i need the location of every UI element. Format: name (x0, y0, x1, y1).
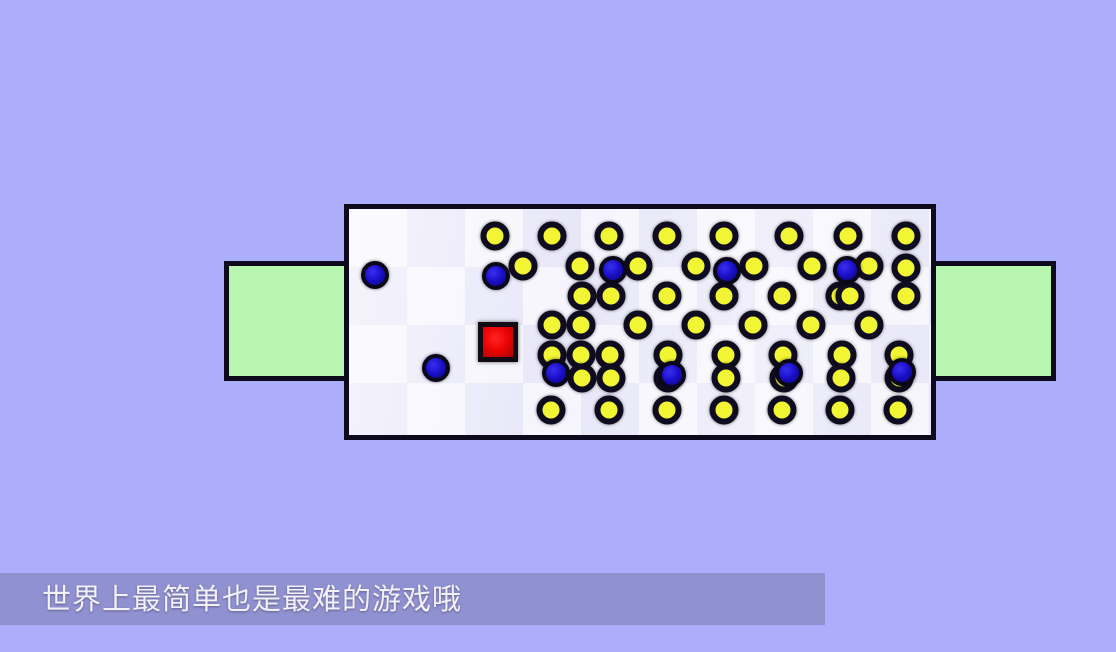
coin-dot (565, 251, 595, 281)
coin-dot (767, 395, 797, 425)
coin-dot (825, 395, 855, 425)
coin-dot (652, 221, 682, 251)
enemy-dot (542, 359, 570, 387)
enemy-dot (833, 256, 861, 284)
coin-dot (891, 281, 921, 311)
start-zone (224, 261, 352, 381)
coin-dot (797, 251, 827, 281)
coin-dot (681, 310, 711, 340)
coin-dot (537, 310, 567, 340)
coin-dot (711, 340, 741, 370)
coin-dot (652, 281, 682, 311)
enemy-dot (482, 262, 510, 290)
coin-dot (623, 251, 653, 281)
coin-dot (681, 251, 711, 281)
coin-dot (594, 221, 624, 251)
coin-dot (709, 281, 739, 311)
coin-dot (891, 221, 921, 251)
enemy-dot (888, 358, 916, 386)
subtitle-text: 世界上最简单也是最难的游戏哦 (42, 584, 463, 616)
coin-dot (711, 363, 741, 393)
coin-dot (835, 281, 865, 311)
enemy-dot (658, 361, 686, 389)
coin-dot (709, 221, 739, 251)
coin-dot (854, 310, 884, 340)
coin-dot (796, 310, 826, 340)
coin-dot (537, 221, 567, 251)
coin-dot (596, 281, 626, 311)
enemy-dot (422, 354, 450, 382)
coin-dot (652, 395, 682, 425)
coin-dot (891, 253, 921, 283)
player-square[interactable] (478, 322, 518, 362)
coin-dot (508, 251, 538, 281)
coin-dot (738, 310, 768, 340)
coin-dot (833, 221, 863, 251)
coin-dot (536, 395, 566, 425)
coin-dot (709, 395, 739, 425)
coin-dot (739, 251, 769, 281)
enemy-dot (599, 256, 627, 284)
coin-dot (567, 363, 597, 393)
goal-zone (928, 261, 1056, 381)
enemy-dot (775, 359, 803, 387)
subtitle-bar (0, 573, 825, 625)
coin-dot (596, 363, 626, 393)
coin-dot (767, 281, 797, 311)
coin-dot (480, 221, 510, 251)
coin-dot (826, 363, 856, 393)
coin-dot (623, 310, 653, 340)
coin-dot (774, 221, 804, 251)
coin-dot (566, 310, 596, 340)
coin-dot (567, 281, 597, 311)
coin-dot (883, 395, 913, 425)
coin-dot (594, 395, 624, 425)
enemy-dot (713, 257, 741, 285)
enemy-dot (361, 261, 389, 289)
